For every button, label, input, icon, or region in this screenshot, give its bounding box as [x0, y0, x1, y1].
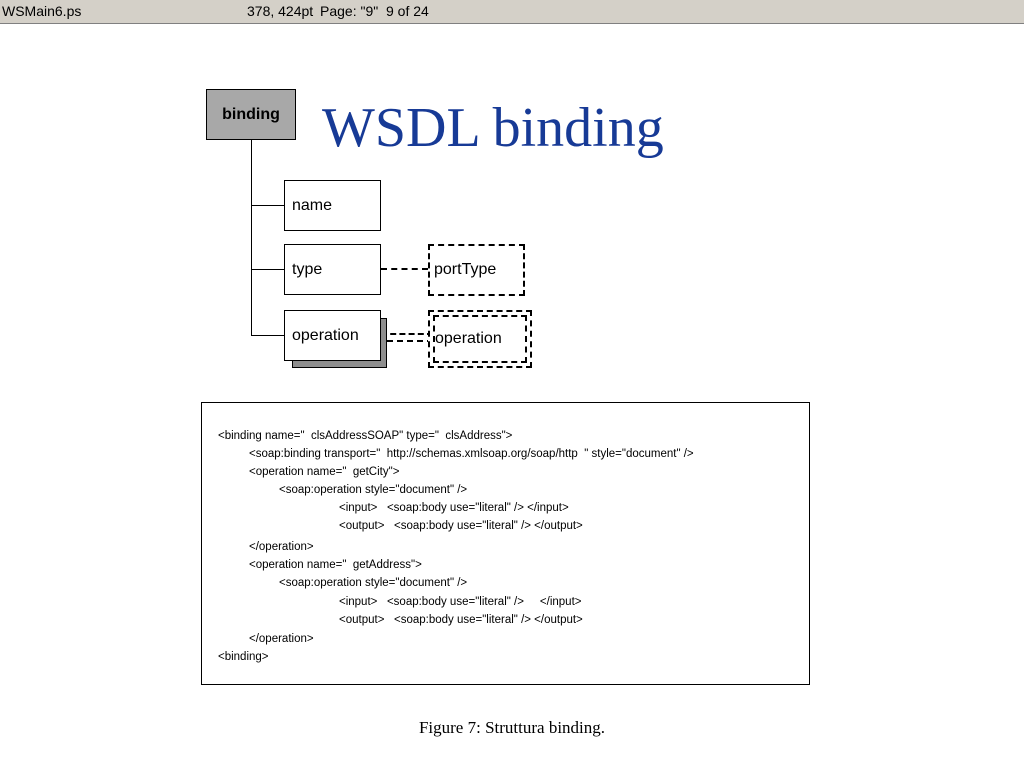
code-line: <output> <soap:body use="literal" /> </o…	[339, 520, 583, 532]
node-operation-ref: operation	[433, 315, 527, 363]
connector-operation-ref-bottom	[387, 340, 433, 342]
connector-type-porttype	[381, 268, 428, 270]
node-name: name	[284, 180, 381, 231]
status-bar: WSMain6.ps 378, 424pt Page: "9" 9 of 24	[0, 0, 1024, 24]
tree-branch-name	[251, 205, 284, 206]
code-line: <operation name=" getAddress">	[249, 559, 422, 571]
code-line: <binding name=" clsAddressSOAP" type=" c…	[218, 430, 513, 442]
code-line: <binding>	[218, 651, 269, 663]
connector-operation-ref-top	[381, 333, 433, 335]
node-type: type	[284, 244, 381, 295]
code-line: <input> <soap:body use="literal" /> </in…	[339, 502, 569, 514]
code-line: </operation>	[249, 633, 314, 645]
tree-branch-operation	[251, 335, 284, 336]
code-line: </operation>	[249, 541, 314, 553]
code-line: <soap:operation style="document" />	[279, 484, 468, 496]
status-page-info: Page: "9" 9 of 24	[320, 3, 429, 19]
slide-title: WSDL binding	[322, 97, 664, 159]
code-line: <output> <soap:body use="literal" /> </o…	[339, 614, 583, 626]
figure-caption: Figure 7: Struttura binding.	[418, 718, 606, 737]
node-porttype-ref: portType	[428, 244, 525, 296]
node-binding: binding	[206, 89, 296, 140]
tree-branch-type	[251, 269, 284, 270]
status-filename: WSMain6.ps	[2, 3, 82, 19]
status-coordinates: 378, 424pt	[247, 3, 314, 19]
code-line: <soap:binding transport=" http://schemas…	[249, 448, 694, 460]
code-line: <soap:operation style="document" />	[279, 577, 468, 589]
code-line: <input> <soap:body use="literal" /> </in…	[339, 596, 582, 608]
code-listing: <binding name=" clsAddressSOAP" type=" c…	[201, 402, 810, 685]
node-operation: operation	[284, 310, 381, 361]
tree-trunk-line	[251, 140, 252, 336]
code-line: <operation name=" getCity">	[249, 466, 400, 478]
